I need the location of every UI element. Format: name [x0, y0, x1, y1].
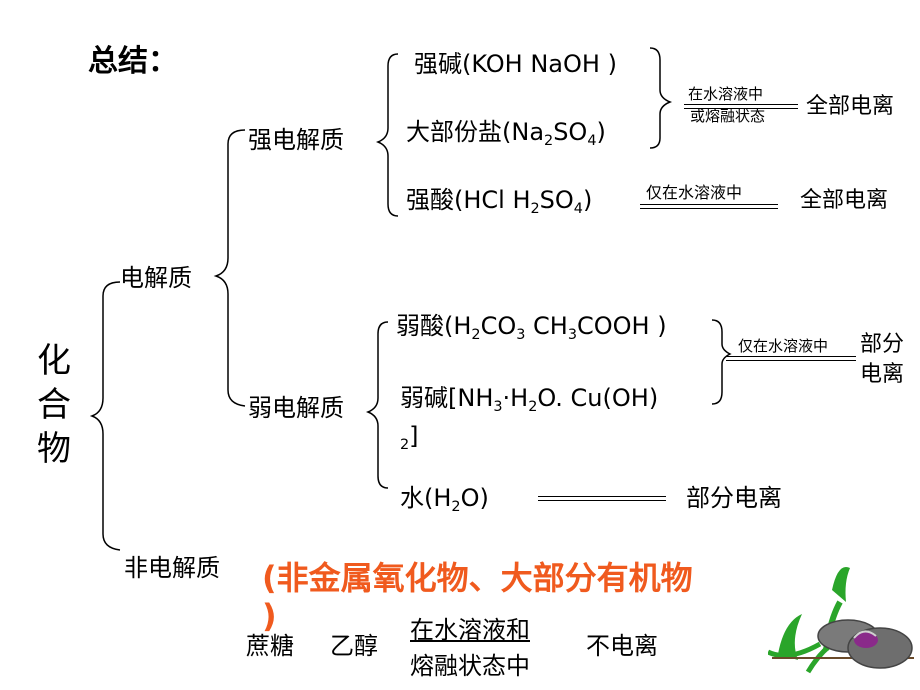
cond-both-line2: 或熔融状态 — [690, 107, 766, 125]
weak-electrolyte-label: 弱电解质 — [248, 394, 344, 422]
weak-acid-a: (H — [444, 312, 472, 340]
weak-acid-name: 弱酸 — [396, 312, 444, 340]
strong-acid-arrow-line — [640, 204, 778, 209]
weak-acid-c: CH — [525, 312, 568, 340]
weak-base-name: 弱碱 — [400, 384, 448, 412]
non-cond-line2: 熔融状态中 — [410, 652, 530, 680]
weak-base-b: ·H — [502, 384, 529, 412]
non-ionize-result: 不电离 — [586, 632, 658, 660]
water-item: 水(H2O) — [400, 484, 489, 514]
salt-sub-2: 4 — [587, 133, 597, 150]
non-electrolyte-desc: (非金属氧化物、大部分有机物 — [262, 559, 693, 597]
strong-acid-formula-c: ) — [582, 186, 593, 214]
water-b: O) — [460, 484, 489, 512]
example-sucrose: 蔗糖 — [246, 632, 294, 660]
weak-acid-d: COOH ) — [576, 312, 667, 340]
root-char-2: 合 — [37, 385, 71, 425]
strong-base-formula: (KOH NaOH ) — [462, 50, 617, 78]
flower-clipart-icon — [768, 566, 914, 674]
root-char-1: 化 — [37, 341, 71, 381]
weak-base-a: [NH — [448, 384, 494, 412]
weak-base-item-cont: 2] — [400, 422, 419, 452]
weak-acid-b: CO — [480, 312, 517, 340]
weak-arrow-line — [726, 356, 856, 361]
weak-acid-s2: 3 — [516, 327, 526, 344]
root-char-3: 物 — [37, 429, 71, 469]
water-s1: 2 — [451, 499, 461, 516]
strong-acid-item: 强酸(HCl H2SO4) — [406, 186, 593, 216]
weak-base-s2: 2 — [528, 399, 538, 416]
strong-acid-formula-a: (HCl H — [454, 186, 531, 214]
strong-acid-sub-2: 4 — [573, 201, 583, 218]
strong-full-ionize-1: 全部电离 — [806, 94, 895, 119]
example-ethanol: 乙醇 — [330, 632, 378, 660]
strong-base-item: 强碱(KOH NaOH ) — [414, 52, 617, 76]
non-electrolyte-label: 非电解质 — [124, 554, 220, 582]
strong-electrolyte-label: 强电解质 — [248, 126, 344, 154]
cond-both-arrow-line — [684, 104, 798, 109]
strong-acid-sub-1: 2 — [530, 201, 540, 218]
salt-sub-1: 2 — [544, 133, 554, 150]
root-brace — [89, 281, 121, 551]
weak-base-e: ] — [409, 422, 419, 450]
non-cond-line1: 在水溶液和 — [410, 616, 530, 644]
page-title: 总结： — [88, 44, 178, 79]
strong-acid-formula-b: SO — [539, 186, 574, 214]
weak-acid-s3: 3 — [567, 327, 577, 344]
water-name: 水 — [400, 484, 424, 512]
water-arrow-line — [538, 496, 666, 501]
weak-brace — [365, 321, 389, 489]
strong-acid-name: 强酸 — [406, 186, 454, 214]
salt-name: 大部份盐 — [406, 118, 502, 146]
weak-acid-item: 弱酸(H2CO3 CH3COOH ) — [396, 312, 667, 342]
weak-acid-s1: 2 — [471, 327, 481, 344]
cond-both-line1: 在水溶液中 — [688, 85, 764, 103]
water-partial-ionize: 部分电离 — [686, 484, 782, 512]
weak-base-item: 弱碱[NH3·H2O. Cu(OH) — [400, 384, 659, 414]
weak-cond: 仅在水溶液中 — [738, 337, 829, 355]
salt-formula-a: (Na — [502, 118, 545, 146]
water-a: (H — [424, 484, 452, 512]
electrolyte-label: 电解质 — [120, 264, 192, 292]
salt-formula-c: ) — [596, 118, 606, 146]
weak-base-d: 2 — [400, 437, 410, 454]
partial-line1: 部分 — [860, 332, 905, 357]
non-electrolyte-desc-end: ) — [262, 597, 277, 635]
weak-base-c: O. Cu(OH) — [537, 384, 659, 412]
strong-right-brace — [649, 47, 673, 149]
salt-formula-b: SO — [553, 118, 588, 146]
weak-right-brace — [711, 319, 732, 405]
salt-item: 大部份盐(Na2SO4) — [406, 118, 606, 148]
partial-line2: 电离 — [860, 362, 905, 387]
weak-base-s1: 3 — [493, 399, 503, 416]
strong-acid-cond: 仅在水溶液中 — [646, 183, 743, 202]
strong-base-name: 强碱 — [414, 50, 462, 78]
electrolyte-brace — [213, 129, 246, 407]
strong-brace — [375, 53, 399, 217]
strong-full-ionize-2: 全部电离 — [800, 188, 889, 213]
